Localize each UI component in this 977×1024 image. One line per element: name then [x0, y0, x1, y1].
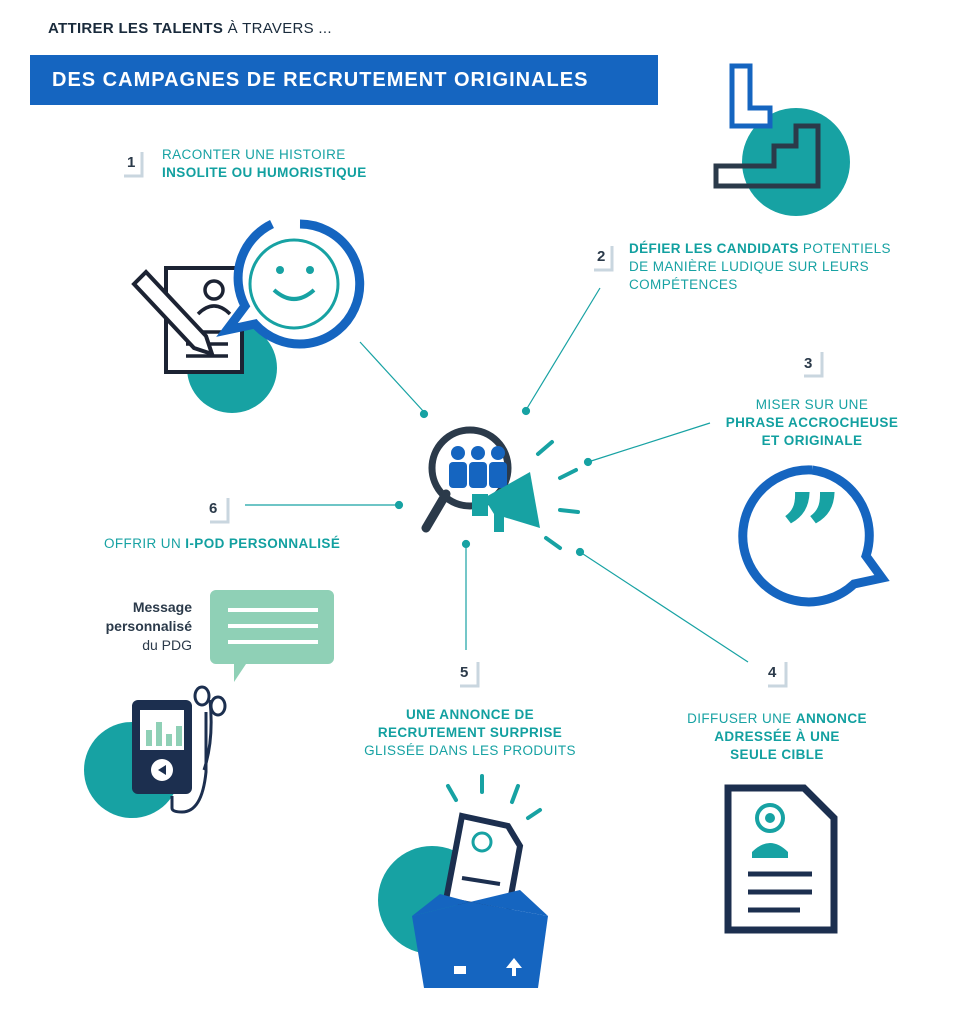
- item-number: 4: [768, 664, 777, 681]
- page-title: DES CAMPAGNES DE RECRUTEMENT ORIGINALES: [30, 55, 658, 105]
- svg-text:”: ”: [780, 469, 843, 598]
- recruitment-megaphone-icon: [421, 426, 580, 550]
- connector-lines: [245, 287, 749, 663]
- item-1-text: RACONTER UNE HISTOIRE INSOLITE OU HUMORI…: [162, 147, 367, 180]
- item-number: 3: [804, 355, 813, 372]
- quote-bubble-icon: ”: [738, 465, 890, 607]
- item-6-text: OFFRIR UN I-POD PERSONNALISÉ: [104, 536, 341, 551]
- smiley-bubble-icon: [216, 219, 365, 349]
- item-5-text: UNE ANNONCE DE RECRUTEMENT SURPRISE GLIS…: [364, 707, 576, 758]
- item-number: 6: [209, 500, 218, 517]
- ceo-message-label: Message personnalisé du PDG: [105, 599, 192, 653]
- item-2-text: DÉFIER LES CANDIDATS POTENTIELS DE MANIÈ…: [629, 241, 891, 292]
- mp3-player-icon: [84, 685, 227, 818]
- kicker: ATTIRER LES TALENTS À TRAVERS ...: [48, 20, 332, 37]
- item-4-text: DIFFUSER UNE ANNONCE ADRESSÉE À UNE SEUL…: [687, 711, 867, 762]
- item-number: 1: [127, 154, 136, 171]
- stairs-icon: [713, 63, 850, 216]
- item-number: 5: [460, 664, 469, 681]
- message-bubble-icon: [210, 590, 334, 682]
- item-number: 2: [597, 248, 606, 265]
- target-cv-icon: [724, 784, 838, 934]
- surprise-box-icon: [378, 774, 548, 988]
- item-3-text: MISER SUR UNE PHRASE ACCROCHEUSE ET ORIG…: [725, 397, 899, 448]
